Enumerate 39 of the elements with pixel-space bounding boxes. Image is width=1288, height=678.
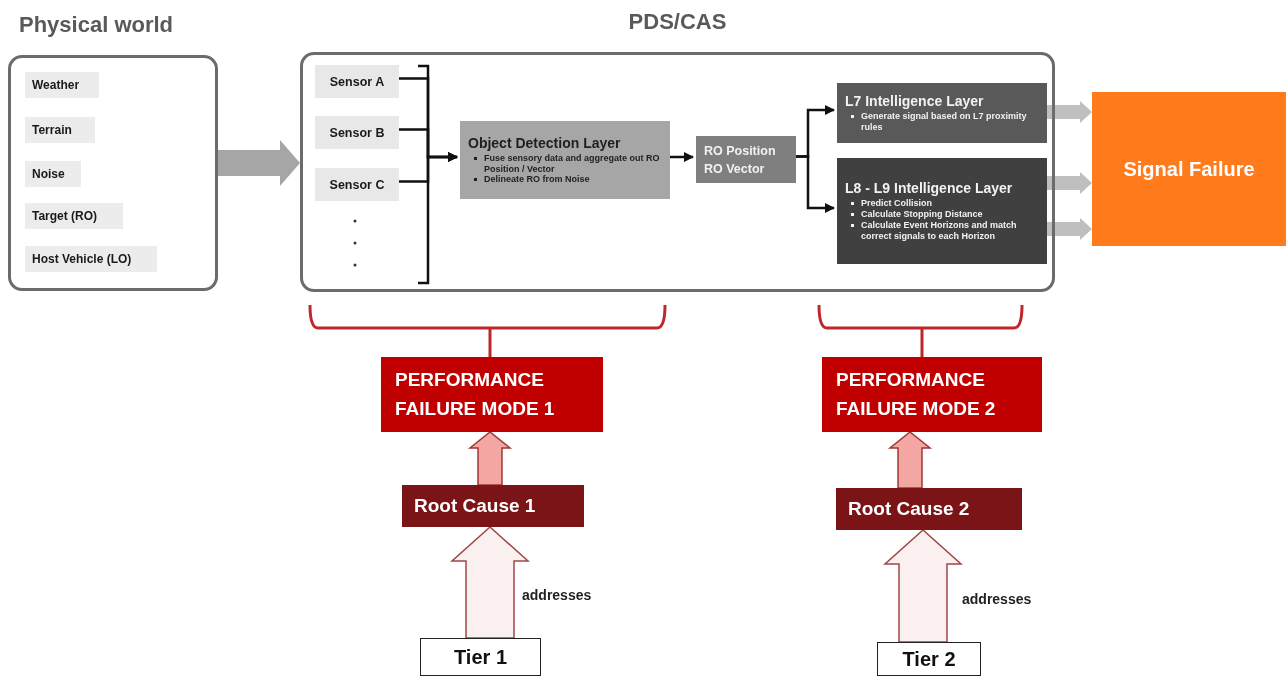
layer-title: L7 Intelligence Layer (845, 93, 985, 110)
edge-label: addresses (962, 591, 1032, 607)
layer-box (837, 83, 1047, 143)
group-heading: PDS/CAS (627, 9, 728, 35)
output-box (696, 136, 796, 183)
failure-mode-box: PERFORMANCE FAILURE MODE 1 (381, 357, 603, 432)
failure-mode-box: PERFORMANCE FAILURE MODE 2 (822, 357, 1042, 432)
tier-box: Tier 1 (420, 638, 541, 676)
edge-label: addresses (522, 587, 592, 603)
layer-title: L8 - L9 Intelligence Layer (845, 180, 1014, 197)
group-heading: Physical world (19, 12, 174, 38)
root-cause-box: Root Cause 1 (402, 485, 584, 527)
block-arrow (467, 431, 513, 486)
sensor-box: Sensor C (315, 168, 399, 201)
sensor-box: Sensor A (315, 65, 399, 98)
bullet-text: Predict Collision (861, 198, 932, 210)
block-arrow (450, 526, 530, 639)
box-text: RO Vector (704, 161, 766, 176)
bullet-text: Calculate Event Horizons and match correct signals to each Horizon (861, 220, 1018, 242)
layer-box (460, 121, 670, 199)
layer-title: Object Detection Layer (468, 134, 622, 151)
layer-box (837, 158, 1047, 264)
bullet-text: Delineate RO from Noise (484, 174, 590, 186)
block-arrow (887, 431, 933, 489)
factor-chip: Target (RO) (25, 203, 123, 229)
factor-chip: Noise (25, 161, 81, 187)
box-text: RO Position (704, 143, 777, 158)
tier-box: Tier 2 (877, 642, 981, 676)
bullet-text: Calculate Stopping Distance (861, 209, 983, 220)
factor-chip: Weather (25, 72, 99, 98)
result-box: Signal Failure (1092, 92, 1286, 246)
sensor-box: Sensor B (315, 116, 399, 149)
bullet-text: Fuse sensory data and aggregate out RO Position / Vector (484, 152, 661, 175)
bullet-text: Generate signal based on L7 proximity rules (861, 111, 1028, 133)
block-arrow (218, 140, 300, 186)
factor-chip: Terrain (25, 117, 95, 143)
root-cause-box: Root Cause 2 (836, 488, 1022, 530)
block-arrow (883, 529, 963, 643)
factor-chip: Host Vehicle (LO) (25, 246, 157, 272)
